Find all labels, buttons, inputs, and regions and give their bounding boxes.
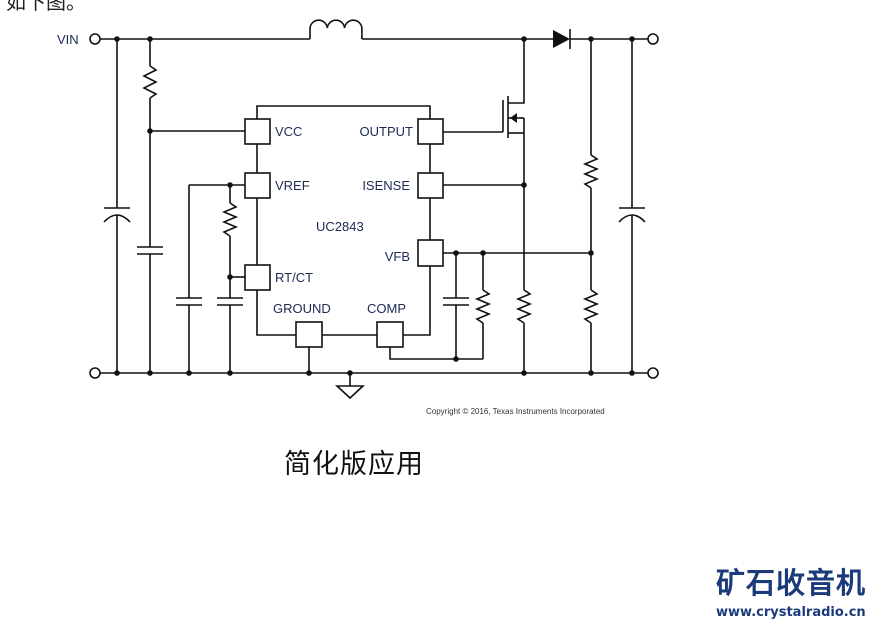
- pin-isense: [417, 172, 444, 199]
- comp-resistor: [474, 253, 492, 359]
- bottom-rail: [89, 367, 659, 400]
- vout-terminal: [647, 33, 659, 45]
- pin-vcc: [244, 118, 271, 145]
- label-comp: COMP: [367, 301, 406, 316]
- clipped-heading-text: 如下图。: [6, 0, 86, 14]
- pin-output: [417, 118, 444, 145]
- watermark-name: 矿石收音机: [716, 566, 867, 600]
- ic-name: UC2843: [316, 219, 364, 234]
- diode: [553, 29, 571, 49]
- pin-ground: [295, 321, 323, 348]
- rt-resistor: [221, 185, 239, 298]
- uc2843-ic: [244, 105, 444, 348]
- ct-capacitor: [217, 297, 243, 373]
- output-capacitor: [618, 39, 646, 373]
- pin-vfb: [417, 239, 444, 267]
- label-vcc: VCC: [275, 124, 302, 139]
- copyright-text: Copyright © 2016, Texas Instruments Inco…: [426, 407, 605, 416]
- ground-symbol: [334, 373, 366, 400]
- startup-resistor: [142, 39, 158, 247]
- label-output: OUTPUT: [360, 124, 414, 139]
- label-rtct: RT/CT: [275, 270, 313, 285]
- junction-dots: [114, 36, 635, 376]
- inductor: [309, 19, 363, 39]
- label-ground: GROUND: [273, 301, 331, 316]
- watermark-url: www.crystalradio.cn: [716, 605, 866, 620]
- site-watermark: 矿石收音机 www.crystalradio.cn: [716, 566, 883, 622]
- pin-vref: [244, 172, 271, 199]
- input-capacitor: [103, 39, 131, 373]
- label-vref: VREF: [275, 178, 310, 193]
- label-vfb: VFB: [385, 249, 410, 264]
- top-rail: [89, 19, 659, 49]
- circuit-schematic: VIN: [57, 19, 659, 416]
- vref-capacitor: [176, 185, 202, 373]
- feedback-divider: [582, 39, 600, 373]
- sense-resistor: [515, 289, 533, 373]
- vin-label: VIN: [57, 32, 79, 47]
- pin-comp: [376, 321, 404, 348]
- mosfet: [443, 39, 525, 290]
- vin-terminal: [89, 33, 101, 45]
- comp-capacitor: [443, 253, 469, 359]
- vcc-capacitor: [137, 246, 163, 373]
- pin-rtct: [244, 264, 271, 291]
- figure-caption: 简化版应用: [284, 449, 424, 480]
- label-isense: ISENSE: [362, 178, 410, 193]
